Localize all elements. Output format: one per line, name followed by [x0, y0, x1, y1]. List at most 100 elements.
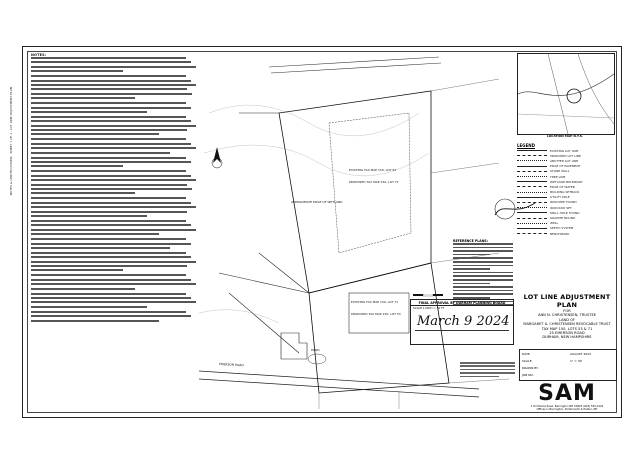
wetland-label: APPROXIMATE EDGE OF WETLAND: [291, 200, 343, 204]
location-map: [517, 53, 615, 135]
legend-label: ABUTTER LOT LINE: [550, 158, 579, 163]
parcel-c-label: EXISTING TAX MAP 150, LOT 71: [351, 300, 398, 304]
upper-road: [268, 56, 442, 74]
legend-symbol-icon: [517, 233, 547, 235]
location-map-drawing: [518, 54, 614, 134]
date-value: AUGUST 2023: [570, 352, 592, 356]
legend-symbol-icon: [517, 222, 547, 224]
plan-owner-2: LAND OF: [558, 317, 576, 322]
legend-label: GRANITE BOUND: [550, 216, 576, 221]
plan-owner-1: ANN N. CHRISTENSEN, TRUSTEE: [537, 313, 597, 318]
note-paragraph: [31, 115, 199, 136]
note-paragraph: [31, 292, 199, 308]
general-notes: NOTES:: [31, 53, 199, 393]
legend-item: BUILDING SETBACK: [517, 190, 613, 195]
legend-symbol-icon: [517, 201, 547, 203]
firm-address-2: Offices in Barrington, Portsmouth & Exet…: [536, 408, 598, 412]
legend-label: BENCHMARK: [550, 231, 570, 236]
plan-drawing: EXISTING TAX MAP 150, LOT 53 PROPOSED TA…: [199, 56, 510, 409]
certification-block: [460, 362, 515, 379]
approval-heading: FINAL APPROVAL BY DURHAM PLANNING BOARD: [411, 300, 513, 306]
legend-symbol-icon: [517, 155, 547, 157]
legend-symbol-icon: [517, 227, 547, 229]
legend-symbol-icon: [517, 191, 547, 193]
house-footprint: [280, 332, 308, 360]
wetland-boundary: [328, 112, 412, 254]
inner-parcel-box: [348, 292, 410, 334]
legend-symbol-icon: [517, 150, 547, 152]
reference-heading: REFERENCE PLANS:: [453, 239, 488, 243]
sheet-inner-border: [27, 51, 617, 413]
pond-shape: [307, 353, 327, 365]
legend-label: EDGE OF WATER: [550, 184, 575, 189]
legend-symbol-icon: [517, 207, 547, 209]
legend-label: SEPTIC SYSTEM: [550, 226, 574, 231]
signature-line: [415, 330, 509, 331]
plan-owner-3: MARGARET A. CHRISTENSEN REVOCABLE TRUST: [523, 322, 611, 327]
legend-label: PROPOSED LOT LINE: [550, 153, 581, 158]
approval-signature: March 9 2024: [417, 314, 510, 329]
legend-label: DRILL HOLE FOUND: [550, 210, 580, 215]
note-paragraph: [31, 219, 199, 236]
drawn-label: DRAWN BY: [522, 366, 539, 370]
approval-block: FINAL APPROVAL BY DURHAM PLANNING BOARD …: [410, 299, 514, 345]
note-paragraph: [31, 156, 199, 168]
legend-item: EDGE OF WATER: [517, 184, 613, 189]
pond-label: POND: [311, 348, 320, 352]
scale-bar-label: SCALE 1 INCH = 30 FT: [413, 306, 445, 310]
notes-body: [31, 57, 199, 322]
legend-symbol-icon: [517, 165, 547, 167]
legend-label: WELL: [550, 221, 559, 226]
plan-tax-map: TAX MAP 150, LOTS 53 & 71: [541, 326, 593, 331]
side-strip-text: NOTES & CERTIFICATIONS - SHEET 1 OF 1 - …: [9, 87, 13, 196]
legend-label: TREE LINE: [550, 174, 566, 179]
sheet-info: DATE AUGUST 2023 SCALE 1" = 30' DRAWN BY…: [519, 349, 617, 381]
legend-item: UTILITY POLE: [517, 195, 613, 200]
legend-symbol-icon: [517, 186, 547, 188]
contour-lines: [199, 104, 430, 324]
legend-symbol-icon: [517, 181, 547, 183]
firm-address: 1 Old Route Road, Barrington NH 03825 (6…: [530, 405, 604, 408]
note-paragraph: [31, 197, 199, 217]
legend-item: GRANITE BOUND: [517, 215, 613, 220]
legend-item: IRON ROD SET: [517, 205, 613, 210]
legend-symbol-icon: [517, 196, 547, 198]
firm-logo-block: SAM 1 Old Route Road, Barrington NH 0382…: [519, 381, 615, 412]
scale-bar-graphic: [413, 293, 443, 297]
legend-symbol-icon: [517, 176, 547, 178]
legend-item: STONE WALL: [517, 169, 613, 174]
note-paragraph: [31, 57, 199, 73]
parcel-a-label: EXISTING TAX MAP 150, LOT 53: [349, 168, 396, 172]
note-paragraph: [31, 102, 199, 113]
firm-logo: SAM: [538, 381, 596, 406]
note-paragraph: [31, 238, 199, 249]
legend-item: WELL: [517, 221, 613, 226]
legend-item: TREE LINE: [517, 174, 613, 179]
plan-sheet: NOTES & CERTIFICATIONS - SHEET 1 OF 1 - …: [9, 46, 622, 418]
legend-item: EXISTING LOT LINE: [517, 148, 613, 153]
reference-plans: REFERENCE PLANS:: [453, 239, 515, 308]
legend-title: LEGEND: [517, 143, 535, 148]
side-strip: NOTES & CERTIFICATIONS - SHEET 1 OF 1 - …: [9, 87, 15, 407]
legend-label: UTILITY POLE: [550, 195, 570, 200]
legend-item: ABUTTER LOT LINE: [517, 158, 613, 163]
legend-item: WETLAND BOUNDARY: [517, 179, 613, 184]
note-paragraph: [31, 170, 199, 195]
surveyor-stamp: [494, 198, 536, 220]
parcel-north-outline: [278, 90, 432, 294]
north-arrow-icon: [211, 147, 223, 169]
location-map-label: LOCATION MAP N.T.S.: [546, 134, 584, 138]
west-lot-lines: [218, 112, 310, 354]
parcel-b-label: PROPOSED TAX MAP 150, LOT 71: [349, 180, 399, 184]
plan-for: FOR: [563, 309, 571, 313]
legend-symbol-icon: [517, 217, 547, 219]
legend-item: IRON PIPE FOUND: [517, 200, 613, 205]
emerson-road: [199, 370, 480, 398]
legend-label: EXISTING LOT LINE: [550, 148, 579, 153]
legend-label: IRON ROD SET: [550, 205, 572, 210]
legend-item: DRILL HOLE FOUND: [517, 210, 613, 215]
reference-body: [453, 243, 515, 306]
job-label: JOB NO.: [522, 373, 534, 377]
notes-heading: NOTES:: [31, 53, 47, 57]
